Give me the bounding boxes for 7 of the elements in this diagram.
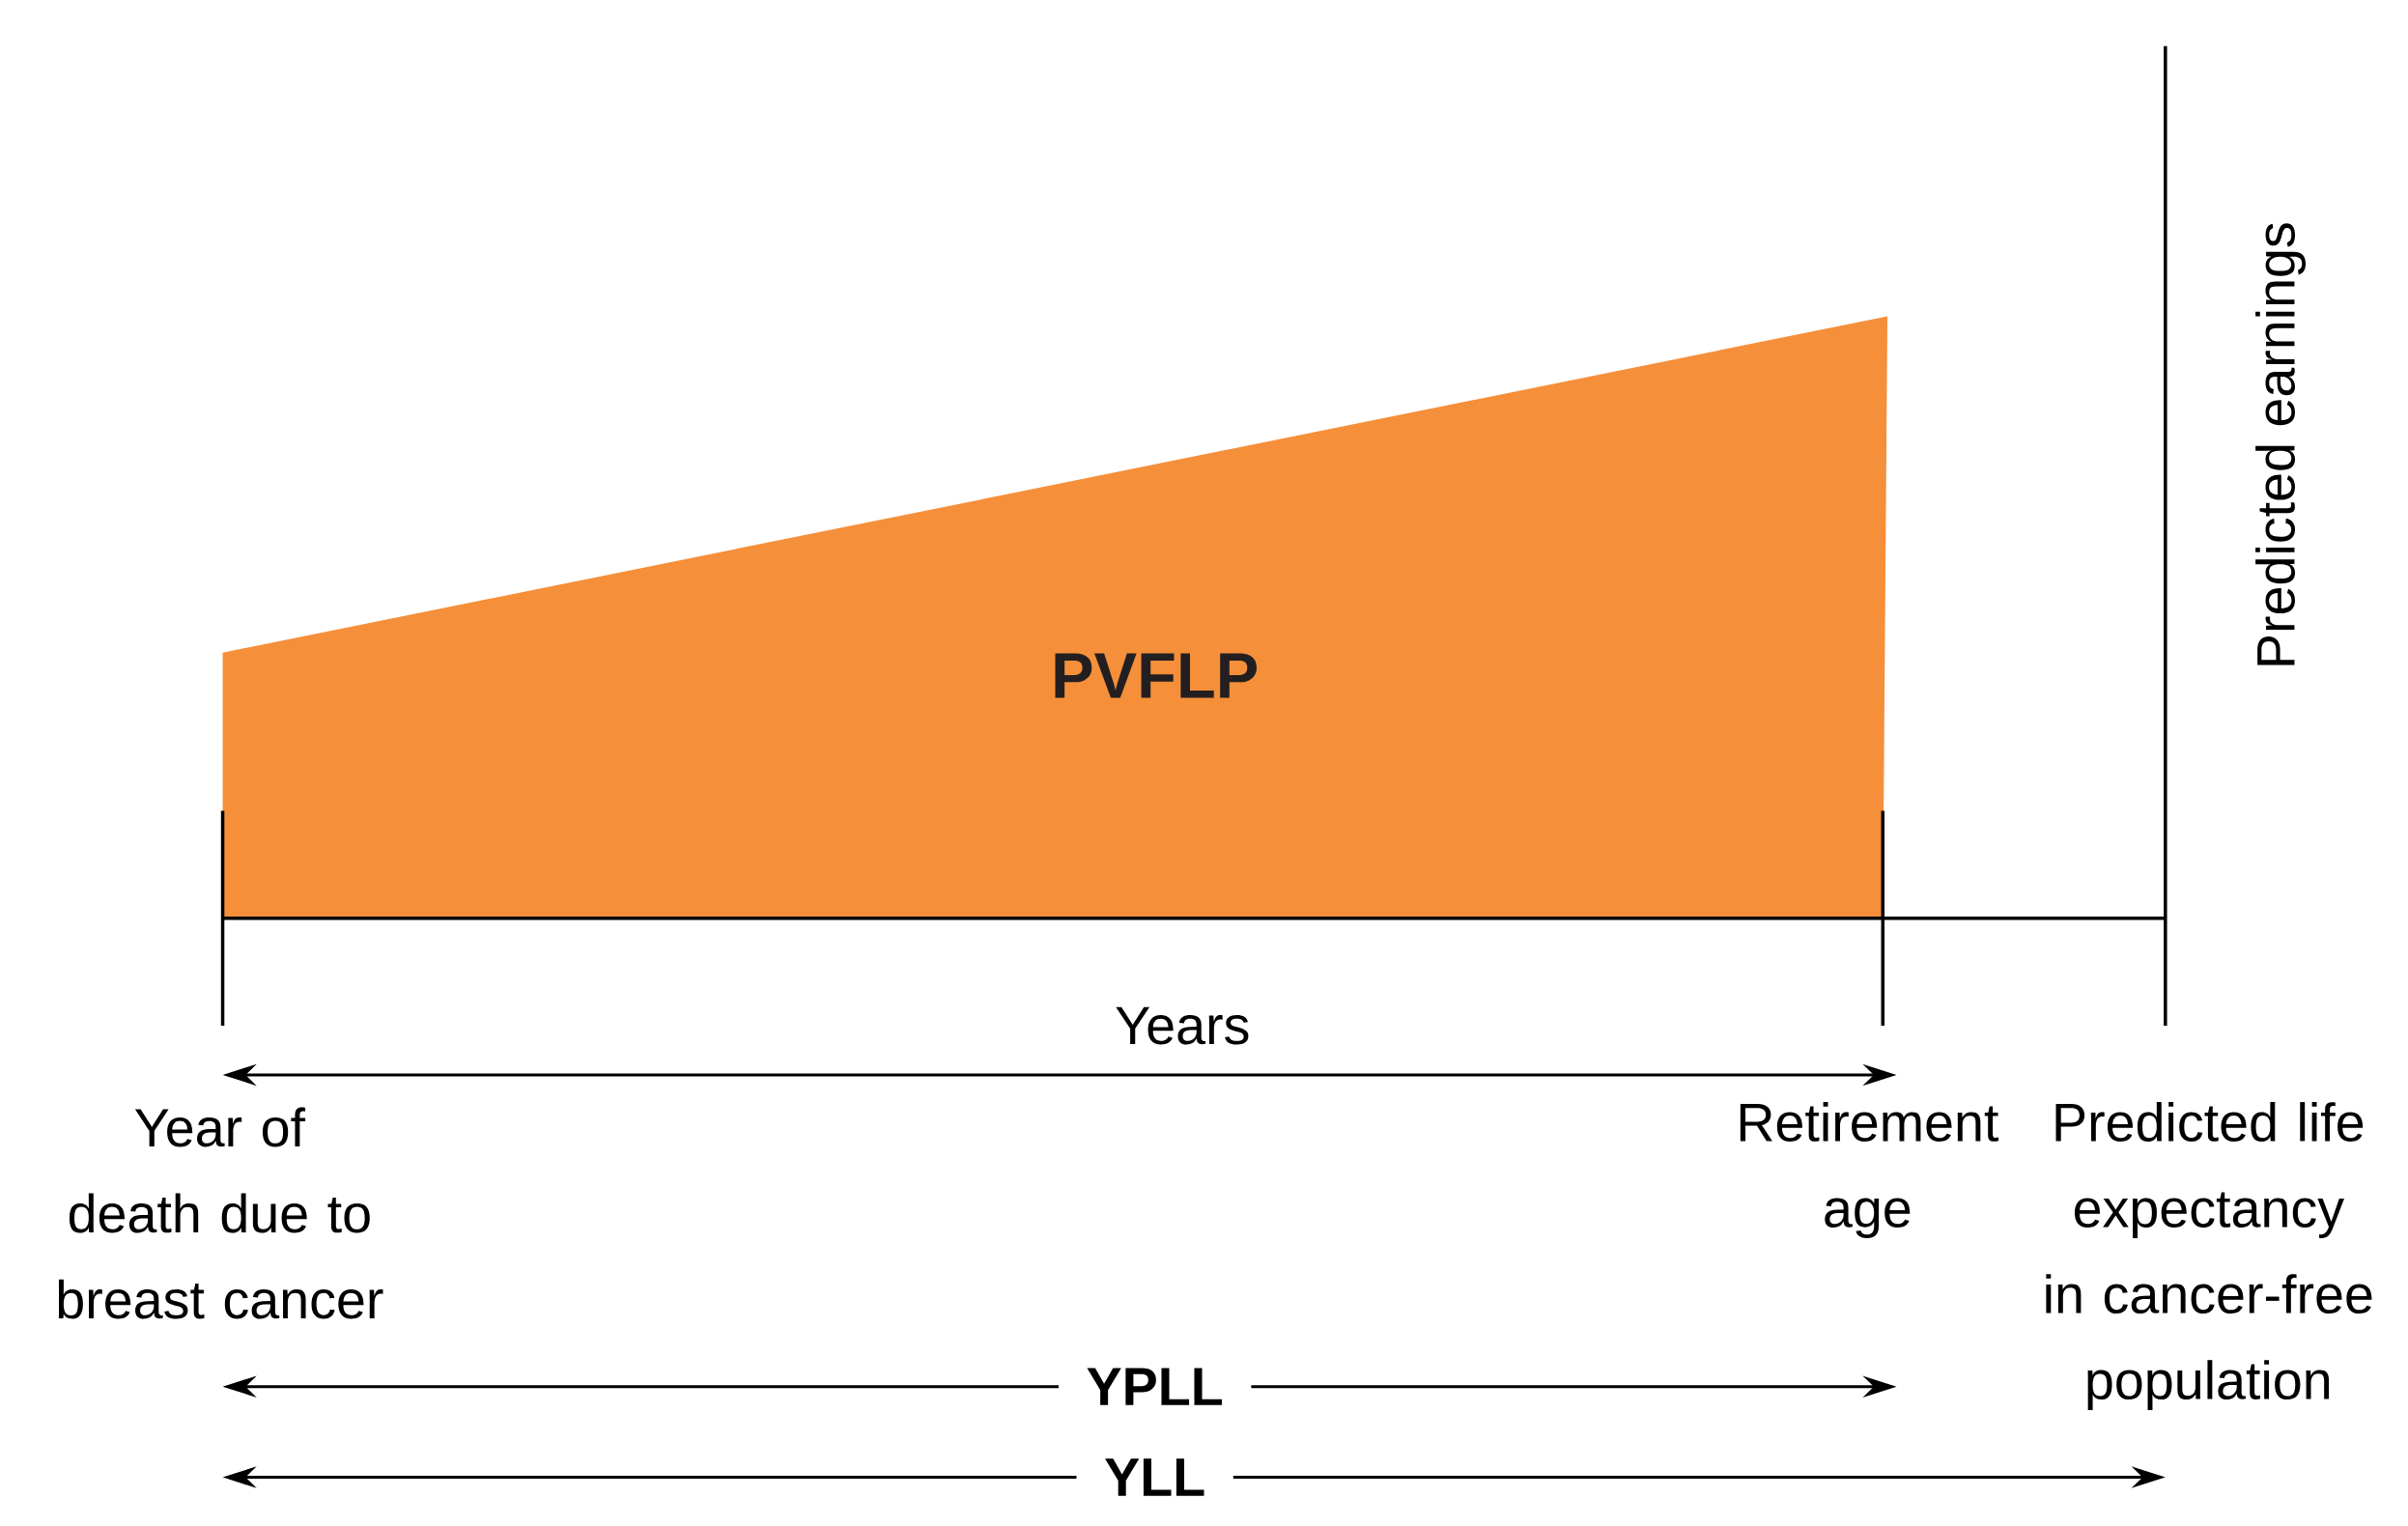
point-label: Year of death due to breast cancer [58,1107,383,1319]
point-label: Predicted life expectancy in cancer-free population [2046,1101,2372,1410]
axis-label: Predicted earnings [2255,223,2306,665]
point-label: Retirement age [1740,1101,1998,1238]
dimension-label: YPLL [1058,1366,1252,1407]
dimension-label: YLL [1076,1456,1233,1498]
axis-label: Years [1116,1006,1249,1045]
